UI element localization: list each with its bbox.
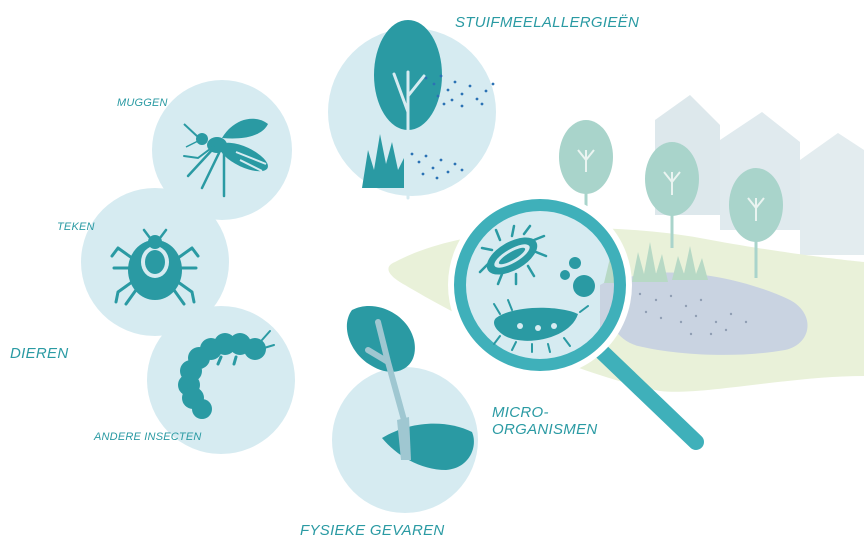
dieren-label: DIEREN (10, 345, 68, 362)
fysieke-gevaren-label: FYSIEKE GEVAREN (300, 522, 445, 539)
stuifmeelallergieen-label: STUIFMEELALLERGIEËN (455, 14, 639, 31)
andere-insecten-label: ANDERE INSECTEN (94, 431, 202, 444)
teken-label: TEKEN (57, 221, 95, 234)
micro-organismen-label: MICRO- ORGANISMEN (492, 404, 598, 439)
micro-label-line2: ORGANISMEN (492, 421, 598, 438)
muggen-label: MUGGEN (117, 97, 168, 110)
micro-label-line1: MICRO- (492, 404, 598, 421)
